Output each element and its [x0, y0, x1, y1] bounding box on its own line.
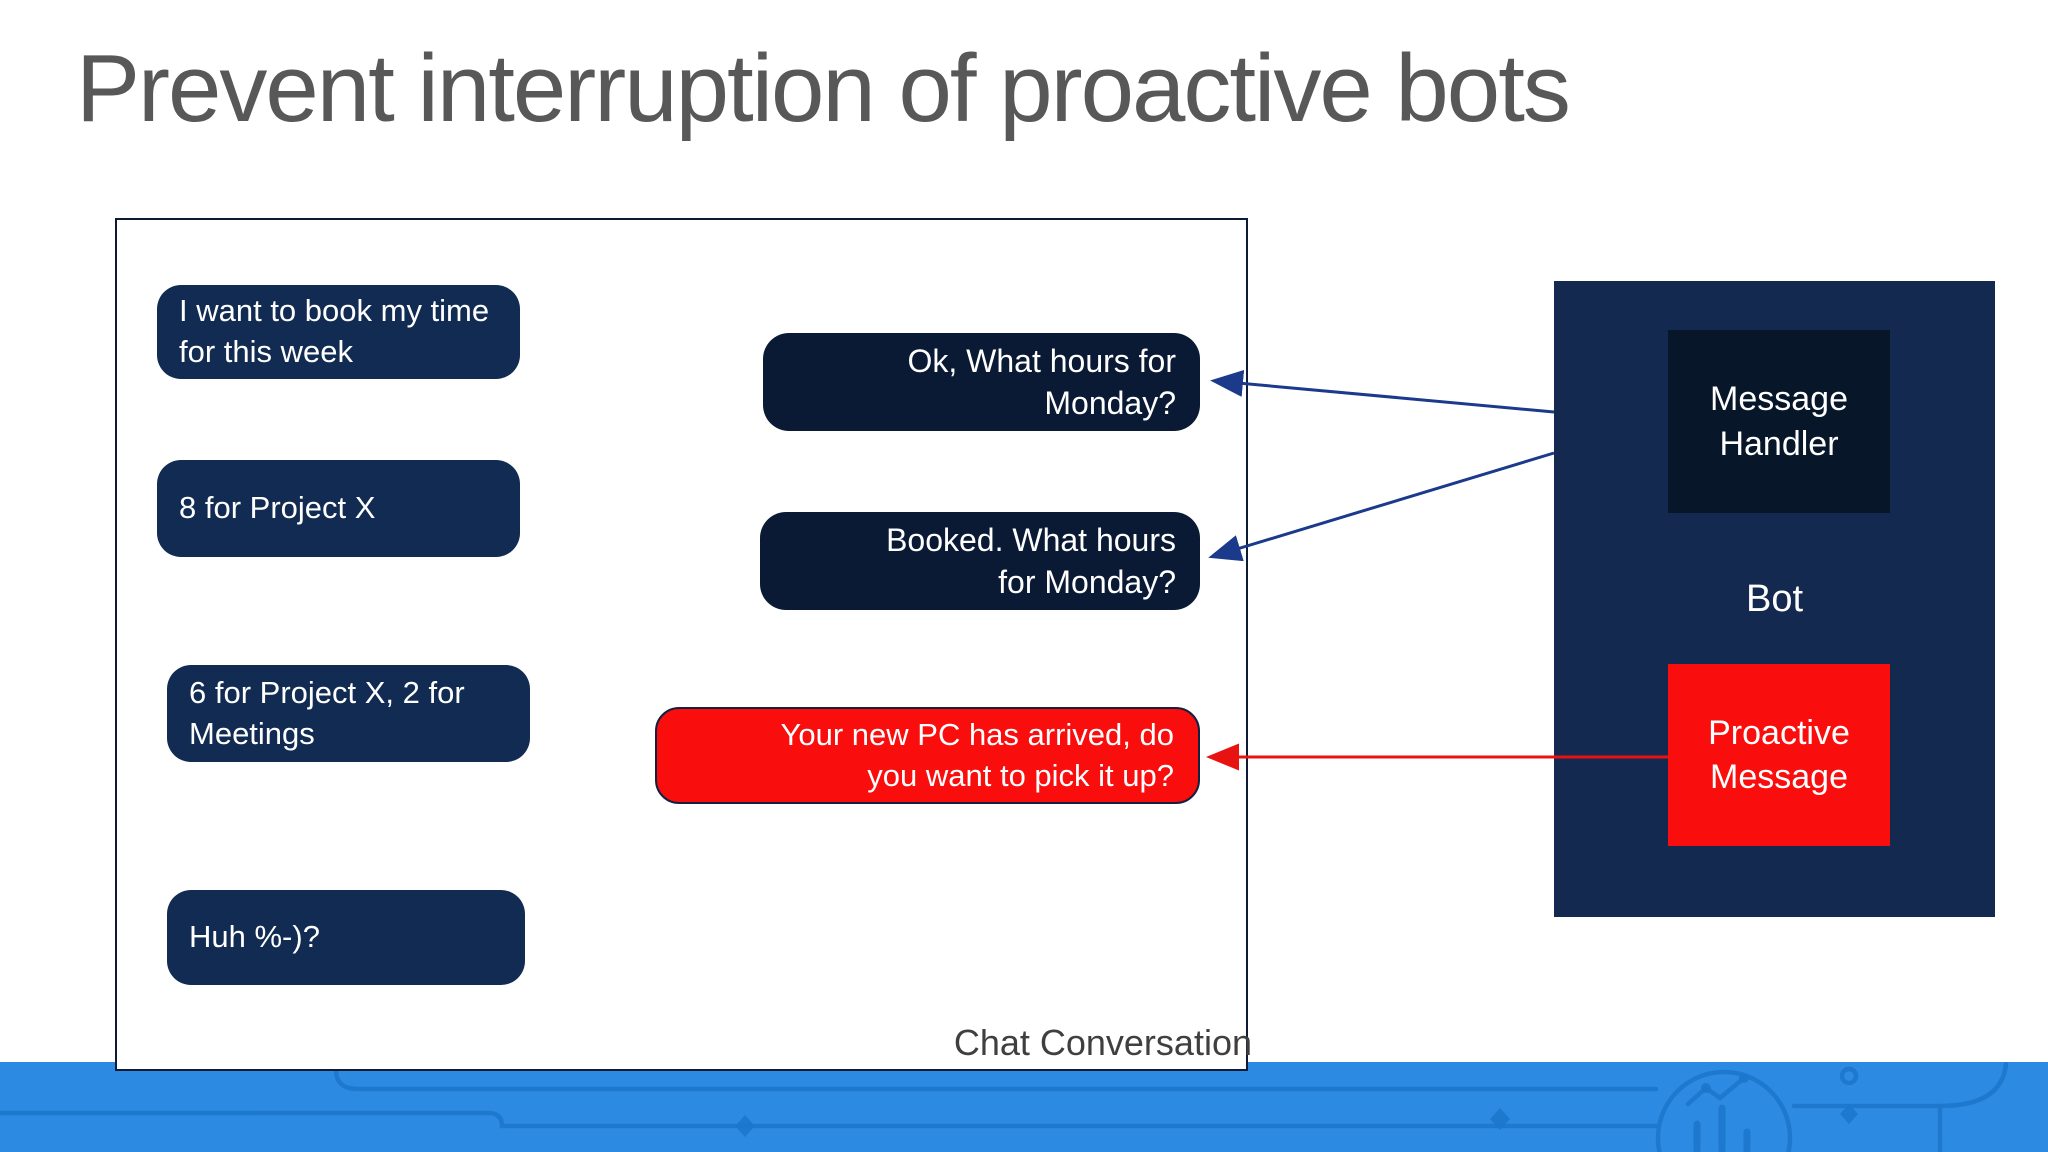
- slide-title: Prevent interruption of proactive bots: [76, 35, 1571, 142]
- analytics-emblem-circle: [1655, 1069, 1793, 1152]
- arrow-handler-to-bot-message-1: [1210, 370, 1555, 414]
- circuit-diamond: [735, 1115, 755, 1137]
- user-message-bubble-2: 8 for Project X: [157, 460, 520, 557]
- user-message-bubble-4: Huh %-)?: [167, 890, 525, 985]
- circuit-decoration: [0, 1062, 2009, 1152]
- proactive-message-bubble: Your new PC has arrived, do you want to …: [655, 707, 1200, 804]
- footer-band: [0, 1062, 2048, 1152]
- user-message-bubble-3: 6 for Project X, 2 for Meetings: [167, 665, 530, 762]
- circuit-diamond: [1840, 1104, 1858, 1124]
- circuit-trace: [1791, 1062, 2009, 1109]
- analytics-chart-icon: [1685, 1075, 1751, 1152]
- chat-conversation-label: Chat Conversation: [953, 1022, 1252, 1063]
- bot-message-bubble-1: Ok, What hours for Monday?: [763, 333, 1200, 431]
- arrow-handler-to-bot-message-2: [1208, 451, 1555, 562]
- circuit-diamond: [1490, 1108, 1510, 1130]
- bot-panel-label: Bot: [1745, 578, 1804, 620]
- bot-message-bubble-2: Booked. What hours for Monday?: [760, 512, 1200, 610]
- message-handler-box: Message Handler: [1668, 330, 1890, 513]
- circuit-trace: [0, 1110, 1659, 1129]
- proactive-message-box: Proactive Message: [1668, 664, 1890, 846]
- user-message-bubble-1: I want to book my time for this week: [157, 285, 520, 379]
- circuit-node-dot: [1839, 1066, 1859, 1086]
